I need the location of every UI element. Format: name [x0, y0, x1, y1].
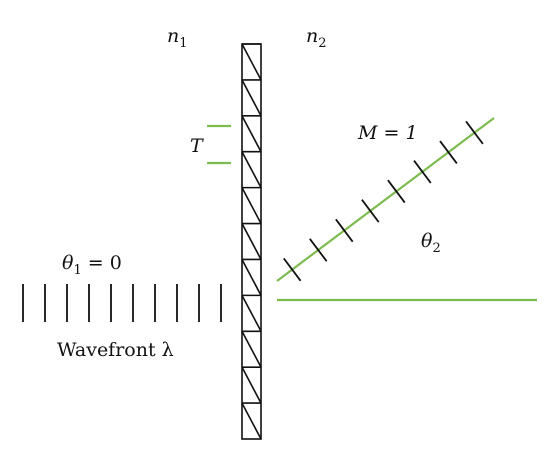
label-period: T [190, 135, 204, 157]
grating-groove [241, 294, 262, 332]
diffracted-ray-m1 [276, 117, 495, 282]
grating-groove [241, 151, 262, 189]
grating-groove [241, 115, 262, 153]
diffracted-wavefront-tick [335, 218, 354, 243]
grating-groove [241, 366, 262, 404]
grating-groove [241, 79, 262, 117]
label-order: M = 1 [357, 122, 418, 144]
label-theta1: θ1 = 0 [62, 252, 122, 278]
diffraction-grating [241, 43, 262, 440]
label-n1: n1 [167, 25, 188, 51]
label-wavefront: Wavefront λ [57, 339, 174, 361]
diffracted-wavefront-tick [439, 140, 458, 164]
grating-groove [241, 43, 262, 81]
diffracted-wavefront-tick [413, 160, 432, 184]
period-marker [207, 124, 231, 165]
grating-groove [241, 223, 262, 260]
diffracted-wavefront-tick [283, 257, 302, 282]
diffracted-wavefront-tick [309, 238, 328, 262]
label-theta2: θ2 [421, 230, 441, 256]
grating-groove [241, 330, 262, 368]
label-n2: n2 [306, 25, 327, 51]
diffracted-wavefront-tick [387, 179, 406, 204]
grating-groove [241, 259, 262, 296]
diffracted-wavefronts [283, 120, 484, 282]
incident-wavefronts [22, 284, 222, 322]
diffracted-wavefront-tick [361, 199, 380, 223]
grating-groove [241, 187, 262, 224]
grating-groove [241, 402, 262, 440]
diffracted-wavefront-tick [465, 120, 484, 145]
